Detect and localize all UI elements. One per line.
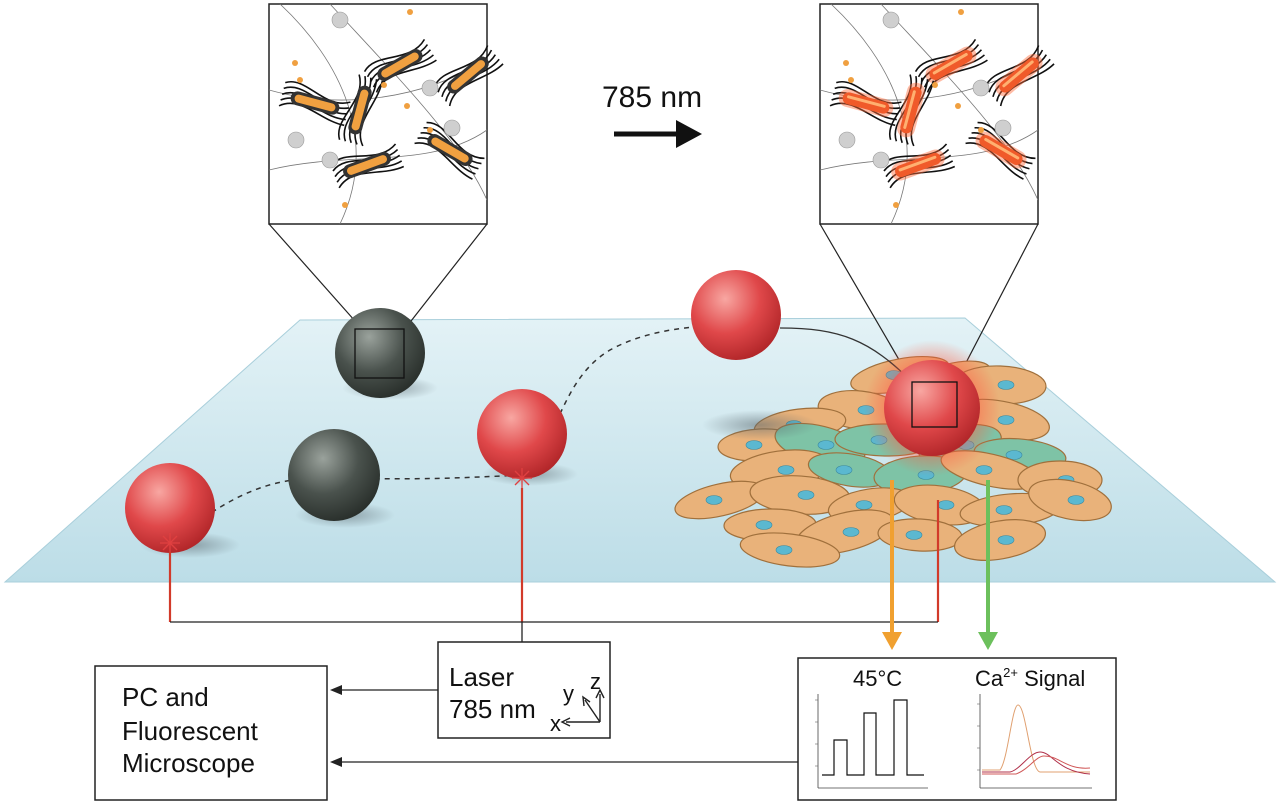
nanorod (363, 38, 437, 93)
cell (674, 480, 766, 520)
particle-red-top (691, 270, 781, 360)
cell (877, 518, 963, 552)
laser-bus (170, 621, 938, 642)
trajectory-path (169, 319, 748, 541)
nanorod (888, 74, 935, 147)
temperature-plot (815, 694, 928, 789)
laser-wavelength: 785 nm (449, 694, 536, 724)
cell (953, 519, 1047, 561)
particle-dark-mid (288, 429, 380, 521)
particle-red-center (477, 389, 567, 479)
laser-spot-left (160, 533, 180, 553)
calcium-signal-label: Ca2+ Signal (975, 665, 1085, 691)
pc-label-line3: Microscope (122, 748, 255, 778)
pc-label-line1: PC and (122, 682, 209, 712)
particle-red-left (125, 463, 215, 553)
nanorods-dark (278, 9, 504, 208)
nanorods-heated (829, 9, 1055, 208)
irradiation-arrow (614, 120, 702, 148)
wavelength-label: 785 nm (602, 81, 702, 114)
particle-dark-back (335, 308, 425, 398)
laser-to-pc-arrow (330, 685, 438, 695)
cell (739, 532, 841, 568)
laser-spot-center (512, 468, 532, 488)
nanorod (829, 80, 902, 127)
signals-to-pc-arrow (330, 757, 798, 767)
nanorod (914, 38, 988, 93)
laser-beams (168, 488, 940, 622)
zoom-region-after (911, 381, 958, 428)
cell (1028, 478, 1112, 522)
laser-label: Laser (449, 662, 514, 692)
zoom-inset-after (819, 3, 1055, 383)
nanorod (330, 143, 405, 189)
calcium-readout-arrow (978, 480, 998, 650)
calcium-plot (977, 694, 1092, 789)
zoom-inset-before (268, 3, 504, 331)
axis-y-label: y (563, 681, 574, 706)
particle-red-heated (884, 360, 980, 456)
nanorod (881, 143, 956, 189)
axes-icon (560, 688, 605, 727)
nanorod (965, 121, 1036, 180)
nanorod (433, 45, 504, 107)
signals-box: 45°C Ca2+ Signal (797, 657, 1117, 801)
zoom-region-before (354, 328, 405, 379)
axis-z-label: z (590, 669, 601, 694)
axis-x-label: x (550, 711, 561, 736)
nanorod (337, 74, 384, 147)
nanorod (984, 45, 1055, 107)
temperature-label: 45°C (853, 666, 902, 691)
pc-label-line2: Fluorescent (122, 716, 259, 746)
pc-microscope-box: PC and Fluorescent Microscope (94, 665, 328, 801)
nanorod (278, 80, 351, 127)
laser-box: Laser 785 nm z y x (437, 641, 611, 739)
temperature-readout-arrow (882, 480, 902, 650)
